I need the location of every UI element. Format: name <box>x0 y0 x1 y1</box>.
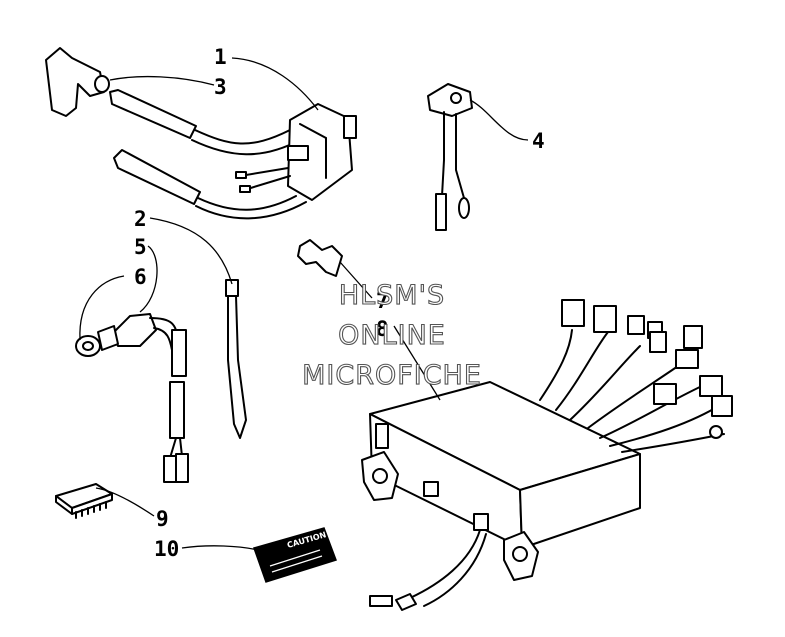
wire-clip <box>297 239 343 277</box>
coil-body <box>287 103 353 201</box>
callouts: 1 2 3 4 5 6 7 8 9 10 <box>134 45 545 561</box>
mount-hole-right <box>512 546 528 562</box>
coil-terminal-block <box>287 145 309 161</box>
harness-connector <box>561 299 585 327</box>
coil-lead-terminal <box>239 185 251 193</box>
cdi-box-assembly <box>361 299 733 611</box>
callout-2: 2 <box>134 207 147 231</box>
cdi-plug-side <box>375 423 389 449</box>
temp-sensor-connector-2 <box>175 453 189 483</box>
temp-sensor-connector <box>163 455 177 483</box>
sensor-terminal <box>458 197 470 219</box>
cdi-plug-front <box>473 513 489 531</box>
chip <box>55 483 113 519</box>
callout-8: 8 <box>376 317 389 341</box>
watermark-line-2: ONLINE <box>338 320 446 351</box>
ground-ring-terminal <box>709 425 723 439</box>
mount-hole-left <box>372 468 388 484</box>
watermark-line-1: HLSM'S <box>339 280 445 311</box>
harness-connector <box>683 325 703 349</box>
callout-3: 3 <box>214 75 227 99</box>
temp-sensor-body <box>111 313 157 347</box>
cdi-box-side <box>519 453 641 549</box>
sensor-mount-hole <box>450 92 462 104</box>
harness-connector <box>653 383 677 405</box>
temp-sensor-sleeve-lower <box>169 381 185 439</box>
cable-tie <box>225 279 247 439</box>
watermark: HLSM'S ONLINE MICROFICHE <box>302 279 482 391</box>
callout-7: 7 <box>376 289 389 313</box>
harness-connector <box>627 315 645 335</box>
harness-connector <box>675 349 699 369</box>
watermark-line-3: MICROFICHE <box>302 360 482 391</box>
leader-lines <box>79 57 529 551</box>
callout-6: 6 <box>134 265 147 289</box>
temp-sensor-assembly <box>75 313 189 483</box>
harness-connector <box>711 395 733 417</box>
ignition-coil-assembly <box>45 47 357 220</box>
callout-9: 9 <box>156 507 169 531</box>
callout-4: 4 <box>532 129 545 153</box>
harness-connector <box>649 331 667 353</box>
cdi-plug-left <box>423 481 439 497</box>
sensor-assembly <box>427 83 473 231</box>
callout-10: 10 <box>154 537 179 561</box>
sensor-connector <box>435 193 447 231</box>
coil-mount-tab <box>343 115 357 139</box>
coil-lead-terminal <box>235 171 247 179</box>
spark-plug-cap <box>45 47 105 117</box>
callout-5: 5 <box>134 235 147 259</box>
callout-1: 1 <box>214 45 227 69</box>
temp-sensor-sleeve <box>171 329 187 377</box>
cap-seal-ring <box>94 75 110 93</box>
bottom-lead-terminal <box>369 595 393 607</box>
harness-connector <box>699 375 723 397</box>
caution-decal: CAUTION <box>253 527 337 583</box>
upper-wire-boot <box>109 89 197 139</box>
harness-connector <box>593 305 617 333</box>
lower-wire-boot <box>113 149 201 205</box>
sensor-body <box>427 83 473 117</box>
